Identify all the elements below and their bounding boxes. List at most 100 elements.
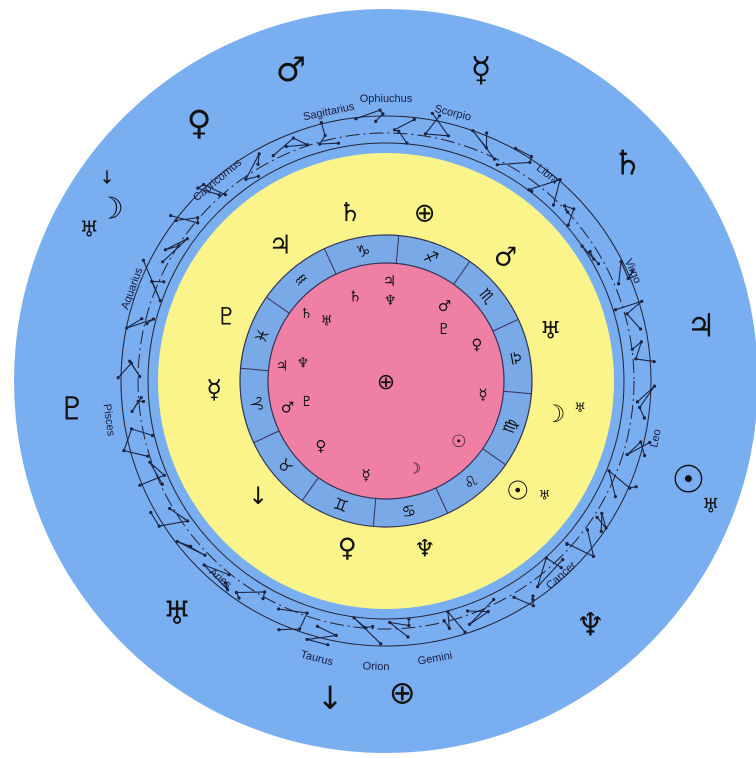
star-dot — [512, 596, 515, 599]
star-dot — [318, 142, 321, 145]
pink-core-symbol: ♄ — [348, 287, 361, 305]
pink-core-symbol: ♄ — [300, 306, 313, 322]
star-dot — [131, 410, 134, 413]
star-dot — [186, 519, 189, 522]
star-dot — [298, 627, 301, 630]
star-dot — [626, 453, 629, 456]
star-dot — [643, 454, 646, 457]
star-dot — [447, 134, 450, 137]
star-dot — [263, 590, 266, 593]
star-dot — [565, 543, 568, 546]
star-dot — [532, 604, 535, 607]
star-dot — [150, 280, 153, 283]
star-dot — [364, 626, 367, 629]
pink-core-symbol: ♀ — [471, 335, 482, 353]
outer-planet-symbol: ↓ — [99, 168, 114, 189]
star-dot — [162, 280, 165, 283]
yellow-ring-symbol: ↓ — [248, 482, 268, 510]
star-dot — [224, 193, 227, 196]
pink-core-symbol: ☉ — [451, 432, 466, 452]
star-dot — [463, 631, 466, 634]
star-dot — [285, 145, 288, 148]
star-dot — [306, 638, 309, 641]
star-dot — [631, 348, 634, 351]
yellow-ring-symbol: ♃ — [268, 231, 291, 261]
star-dot — [393, 128, 396, 131]
star-dot — [639, 327, 642, 330]
star-dot — [628, 487, 631, 490]
outer-planet-symbol: ☉ — [671, 457, 705, 501]
star-dot — [169, 214, 172, 217]
yellow-ring-symbol: ♄ — [339, 198, 362, 228]
star-dot — [600, 512, 603, 515]
pink-core-symbol: ☿ — [361, 466, 370, 484]
star-dot — [638, 406, 641, 409]
star-dot — [244, 178, 247, 181]
star-dot — [492, 598, 495, 601]
star-dot — [397, 130, 400, 133]
star-dot — [448, 627, 451, 630]
star-dot — [292, 137, 295, 140]
outer-planet-symbol: ♄ — [612, 144, 642, 184]
star-dot — [337, 142, 340, 145]
star-dot — [174, 219, 177, 222]
star-dot — [388, 621, 391, 624]
star-dot — [378, 109, 381, 112]
star-dot — [596, 516, 599, 519]
outer-planet-symbol: ♂ — [276, 50, 306, 90]
constellation-label: Ophiuchus — [360, 93, 413, 105]
star-dot — [566, 211, 569, 214]
star-dot — [218, 193, 221, 196]
star-dot — [237, 596, 240, 599]
star-dot — [145, 322, 148, 325]
pink-core-symbol: ♃ — [276, 358, 289, 374]
outer-planet-symbol: ♃ — [687, 306, 716, 344]
star-dot — [256, 163, 259, 166]
star-dot — [468, 623, 471, 626]
star-dot — [164, 248, 167, 251]
star-dot — [272, 154, 275, 157]
star-dot — [353, 616, 356, 619]
yellow-ring-symbol: ♆ — [414, 535, 436, 563]
star-dot — [563, 204, 566, 207]
star-dot — [152, 318, 155, 321]
star-dot — [536, 585, 539, 588]
star-dot — [424, 132, 427, 135]
star-dot — [335, 634, 338, 637]
star-dot — [443, 619, 446, 622]
star-dot — [261, 597, 264, 600]
yellow-ring-symbol: ☿ — [206, 375, 222, 405]
star-dot — [257, 175, 260, 178]
star-dot — [137, 400, 140, 403]
pink-core-symbol: ♂ — [281, 398, 294, 416]
yellow-ring-symbol: ♂ — [494, 242, 517, 272]
star-dot — [572, 207, 575, 210]
pink-core-symbol: ♃ — [383, 272, 396, 290]
outer-planet-symbol: ♆ — [576, 606, 605, 644]
outer-planet-symbol: ☽ — [97, 191, 124, 226]
star-dot — [586, 528, 589, 531]
star-dot — [306, 612, 309, 615]
star-dot — [625, 312, 628, 315]
star-dot — [496, 163, 499, 166]
pink-core-symbol: ♆ — [384, 293, 397, 309]
star-dot — [125, 326, 128, 329]
pink-core-symbol: ☽ — [408, 460, 421, 478]
star-dot — [407, 624, 410, 627]
star-dot — [608, 469, 611, 472]
star-dot — [528, 161, 531, 164]
star-dot — [326, 643, 329, 646]
star-dot — [592, 258, 595, 261]
outer-planet-symbol: ⊕ — [389, 674, 416, 712]
star-dot — [277, 607, 280, 610]
star-dot — [531, 598, 534, 601]
star-dot — [142, 400, 145, 403]
star-dot — [138, 484, 141, 487]
star-dot — [130, 427, 133, 430]
outer-planet-symbol: ↓ — [317, 679, 344, 717]
star-dot — [258, 152, 261, 155]
star-dot — [471, 129, 474, 132]
star-dot — [186, 237, 189, 240]
yellow-ring-symbol: ☽ — [544, 400, 566, 428]
yellow-ring-symbol: ♀ — [338, 534, 357, 564]
